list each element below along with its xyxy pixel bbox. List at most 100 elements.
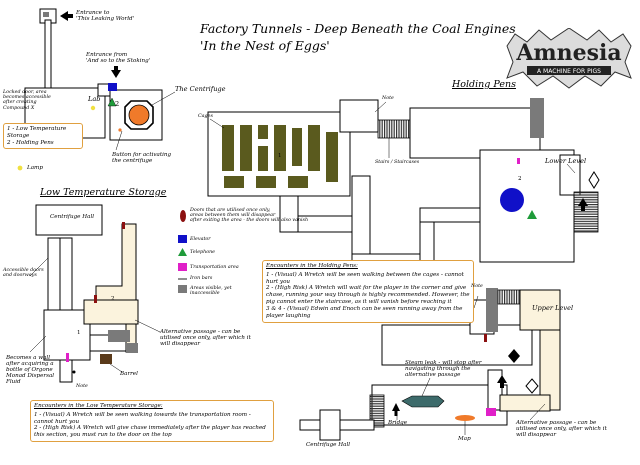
key-area-1: 1 - Low Temperature Storage [7, 126, 67, 139]
cages [222, 125, 338, 188]
logo-wordmark: Amnesia [515, 40, 621, 66]
telephone-icon-pens [527, 210, 537, 219]
legend-elevator: Elevator [190, 237, 211, 242]
encounters-holding-3: 3 & 4 - (Visual) Edwin and Enoch can be … [266, 305, 463, 319]
key-areas-box: 1 - Low Temperature Storage 2 - Holding … [3, 123, 83, 150]
low-temp-area [35, 204, 139, 383]
upper-level-area [299, 288, 561, 441]
leader-centrifuge [151, 91, 176, 106]
page-title: Factory Tunnels - Deep Beneath the Coal … [200, 21, 516, 36]
label-button-centrifuge: Button for activating the centrifuge [112, 152, 172, 165]
heading-low-temp: Low Temperature Storage [40, 187, 167, 198]
leader-cages [209, 118, 225, 129]
telephone-icon-lab [107, 97, 117, 107]
amnesia-logo: Amnesia A MACHINE FOR PIGS [506, 28, 632, 89]
label-bridge: Bridge [388, 420, 408, 426]
lamp-icon-lab [90, 105, 96, 111]
key-area-2: 2 - Holding Pens [7, 139, 54, 146]
diamond-marker-pens [588, 171, 600, 189]
bridge-icon [401, 395, 445, 408]
transport-icon-low [66, 353, 69, 362]
label-becomes-wall: Becomes a wall after acquiring a bottle … [6, 355, 55, 386]
label-locked-door: Locked door, area becomes accessible aft… [3, 90, 51, 111]
centrifuge-icon [128, 104, 150, 126]
page-subtitle: 'In the Nest of Eggs' [200, 38, 330, 53]
arrow-up-shaft-pens [581, 205, 585, 211]
arrow-up-icon-pens [578, 198, 588, 206]
label-steam-leak: Steam leak - will stop after navigating … [405, 360, 482, 379]
lamp-legend-icon [17, 165, 23, 171]
label-upper-level: Upper Level [532, 304, 574, 312]
leader-alt-right [529, 403, 546, 421]
label-entrance-stoking: Entrance from 'And so to the Stoking' [86, 52, 151, 65]
leader-becomes-wall [29, 335, 47, 353]
legend-iron-bars: Iron bars [190, 276, 213, 281]
label-number-1-low: 1 [77, 330, 81, 336]
arrow-left-shaft [67, 14, 73, 18]
label-stairs: Stairs / Staircases [375, 160, 420, 165]
label-number-2-lab: 2 [115, 100, 120, 108]
label-cages: Cages [198, 114, 213, 119]
label-lower-level: Lower Level [545, 157, 587, 165]
label-centrifuge-hall-top: Centrifuge Hall [50, 214, 95, 220]
legend-inaccessible: Areas visible, yet inaccessible [190, 286, 232, 297]
label-centrifuge: The Centrifuge [175, 85, 226, 93]
arrow-down-shaft [114, 66, 118, 71]
encounters-low-2: 2 - (High Risk) A Wretch will give chase… [34, 425, 266, 439]
arrow-up-icon-upper [497, 375, 507, 383]
legend-doors: Doors that are utilised once only, areas… [190, 208, 309, 224]
transport-icon-upper [486, 408, 496, 416]
leader-alt-left [134, 319, 161, 333]
encounters-low-1: 1 - (Visual) A Wretch will be seen walki… [34, 411, 251, 425]
legend-transport: Transportation area [190, 265, 239, 270]
diamond-marker-upper-1 [508, 349, 520, 363]
door-icon-low-2 [94, 295, 97, 303]
encounters-low-heading: Encounters in the Low Temperature Storag… [34, 403, 163, 409]
door-icon-low-1 [122, 222, 125, 229]
button-icon-lab [118, 128, 122, 132]
leader-accessible [29, 257, 49, 277]
leader-lower-level [566, 163, 576, 174]
door-icon-upper [484, 334, 487, 342]
legend-icons [178, 210, 187, 293]
transport-icon-pens [517, 158, 520, 164]
note-dot-low [72, 370, 76, 374]
label-alt-passage-left: Alternative passage - can be utilised on… [160, 329, 251, 348]
arrow-up-shaft-upper [500, 382, 504, 388]
label-number-1-pens: 1 [278, 153, 282, 159]
diamond-marker-upper-2 [525, 378, 539, 394]
elevator-icon-lab [108, 83, 117, 91]
encounters-holding-1: 1 - (Visual) A Wretch will be seen walki… [266, 271, 464, 285]
label-barrel: Barrel [120, 371, 138, 377]
label-number-2-low: 2 [111, 296, 115, 302]
arrow-up-icon-bridge [392, 403, 400, 411]
label-note-low: Note [76, 384, 88, 389]
label-centrifuge-hall-bottom: Centrifuge Hall [306, 442, 351, 448]
label-accessible-doors: Accessible doors and doorways [3, 268, 44, 279]
label-note-upper: Note [471, 284, 483, 289]
inaccessible-block-top [43, 12, 49, 17]
leader-note-upper [473, 295, 479, 309]
encounters-holding-2: 2 - (High Risk) A Wretch will wait for t… [266, 285, 470, 306]
map-icon [455, 415, 475, 421]
label-lamp: Lamp [27, 165, 43, 171]
label-alt-passage-right: Alternative passage - can be utilised on… [516, 420, 607, 439]
leader-button [115, 130, 123, 151]
encounters-low-box: Encounters in the Low Temperature Storag… [30, 400, 274, 443]
label-map: Map [458, 436, 471, 442]
leader-steam [421, 377, 431, 397]
heading-holding-pens: Holding Pens [452, 79, 516, 90]
arrow-down-icon-entrance [111, 70, 121, 78]
leader-barrel [109, 363, 123, 373]
label-lab: Lab [88, 95, 101, 103]
centrifuge-octagon [124, 100, 154, 130]
arrow-up-shaft-bridge [394, 410, 398, 416]
label-number-2-pens: 2 [518, 176, 522, 182]
arrow-left-icon-entrance [60, 11, 68, 21]
encounters-holding-box: Encounters in the Holding Pens: 1 - (Vis… [262, 260, 474, 323]
label-note-pens: Note [382, 96, 394, 101]
barrel-icon [100, 354, 112, 364]
blue-circle-marker [500, 188, 524, 212]
legend-telephone: Telephone [190, 250, 216, 255]
